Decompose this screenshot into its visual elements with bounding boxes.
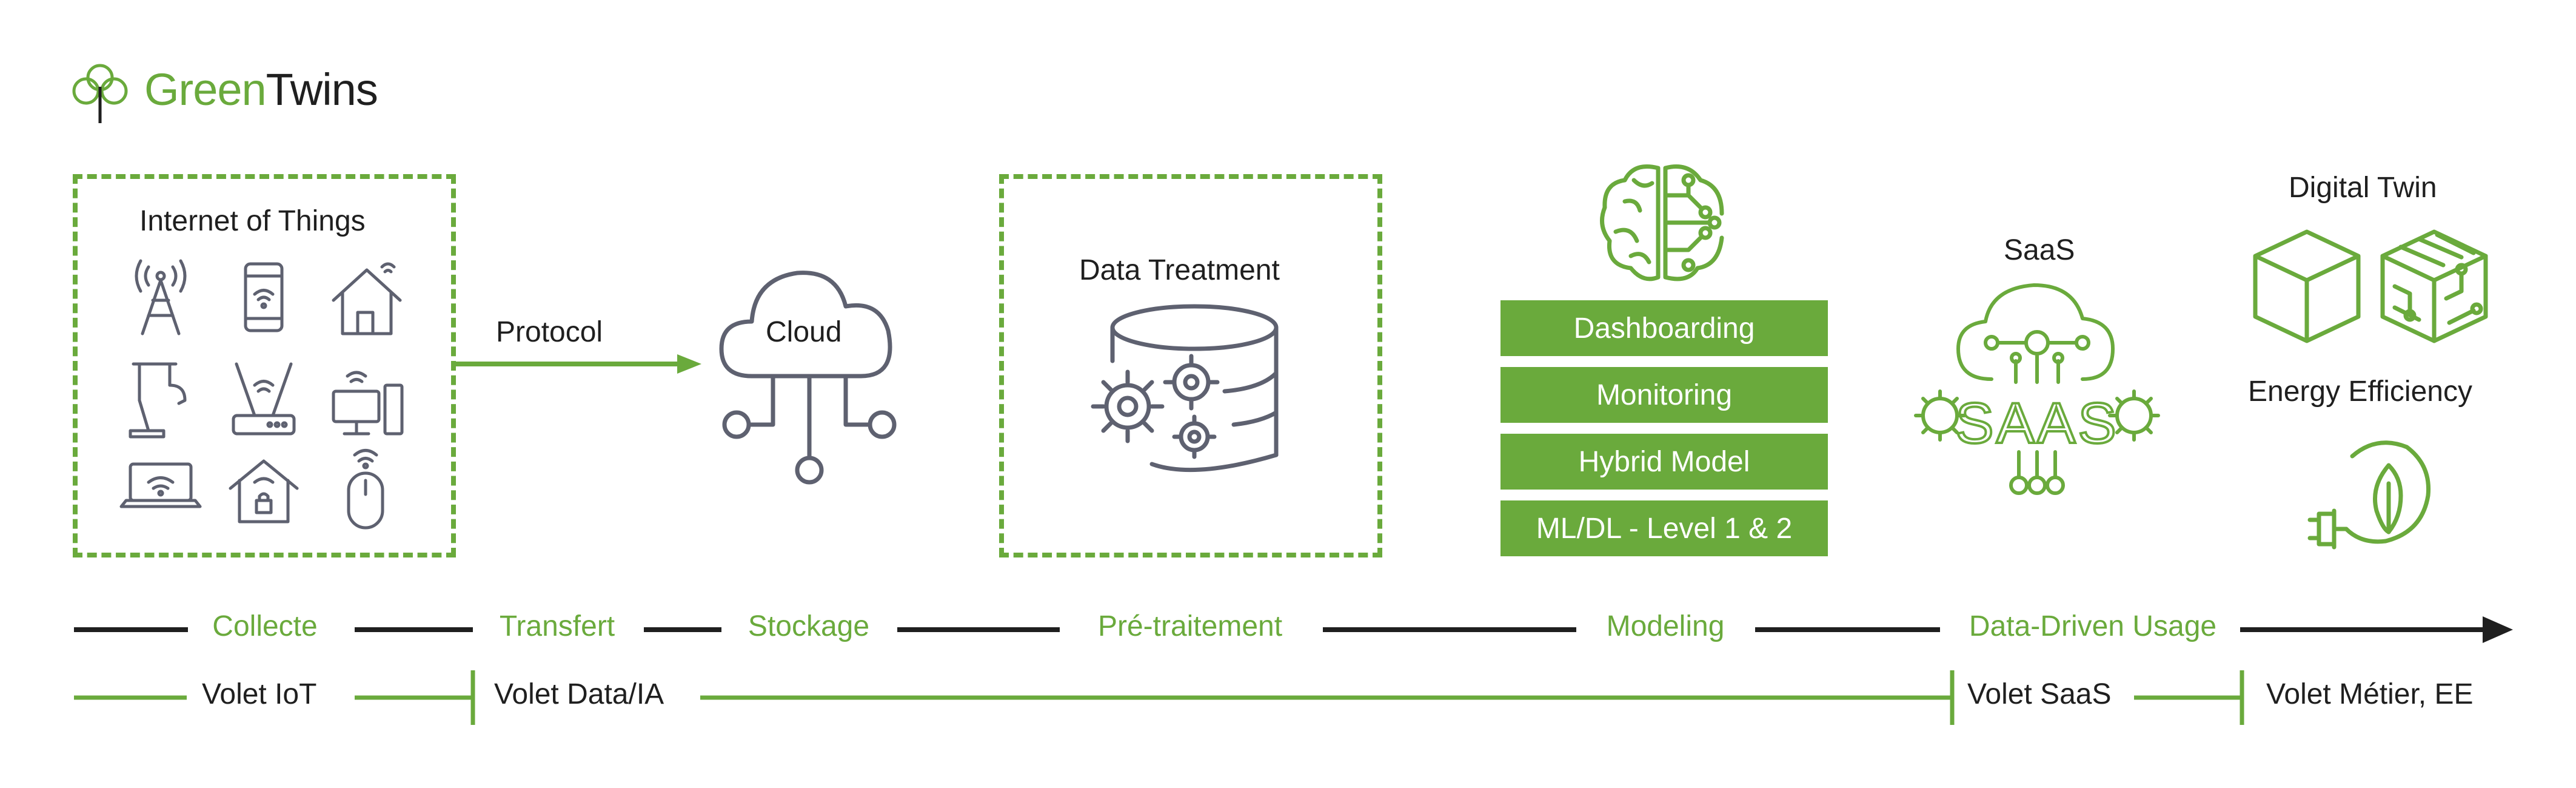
industrial-machine-icon	[129, 362, 187, 439]
data-treatment-title: Data Treatment	[1079, 254, 1280, 286]
eco-plug-leaf-icon	[2307, 440, 2431, 550]
iot-title: Internet of Things	[139, 205, 366, 237]
digital-twin-title: Digital Twin	[2289, 172, 2437, 204]
circuit-cube-icon	[2380, 229, 2488, 343]
data-treatment-box	[999, 174, 1382, 557]
bar-hybrid-model: Hybrid Model	[1500, 434, 1828, 490]
volet-saas: Volet SaaS	[1967, 678, 2112, 710]
laptop-icon	[119, 462, 202, 508]
gear-icon	[1172, 414, 1217, 459]
saas-cloud-icon: SAAS	[1914, 283, 2160, 495]
cloud-network-icon	[719, 271, 897, 485]
stage-modeling: Modeling	[1606, 610, 1725, 642]
stage-stockage: Stockage	[748, 610, 870, 642]
gear-icon	[1091, 369, 1165, 443]
timeline-arrow	[74, 616, 2513, 643]
brand-name-dark: Twins	[266, 64, 378, 115]
router-icon	[232, 362, 296, 436]
bar-dashboarding: Dashboarding	[1500, 300, 1828, 356]
desktop-computer-icon	[332, 371, 404, 436]
volet-data-ia: Volet Data/IA	[494, 678, 664, 710]
saas-title: SaaS	[2004, 234, 2075, 266]
gear-icon	[1163, 354, 1220, 411]
tree-logo-icon	[72, 64, 128, 123]
stage-collecte: Collecte	[212, 610, 318, 642]
volet-iot: Volet IoT	[202, 678, 317, 710]
brand-name-green: Green	[144, 64, 267, 115]
brand-name: GreenTwins	[144, 64, 378, 115]
saas-badge-text: SAAS	[1955, 391, 2118, 456]
antenna-tower-icon	[135, 259, 187, 335]
database-gears-icon	[1091, 304, 1279, 473]
ai-brain-icon	[1600, 164, 1724, 281]
iot-icons-grid	[119, 259, 404, 530]
home-lock-icon	[229, 459, 299, 524]
iot-box	[73, 174, 456, 557]
cube-icon	[2253, 229, 2361, 343]
bar-ml-dl: ML/DL - Level 1 & 2	[1500, 500, 1828, 556]
gear-icon	[1914, 389, 1966, 442]
energy-efficiency-title: Energy Efficiency	[2248, 375, 2472, 408]
protocol-label: Protocol	[496, 316, 603, 348]
stage-pretraitement: Pré-traitement	[1097, 610, 1283, 642]
stage-transfert: Transfert	[499, 610, 615, 642]
gear-icon	[2108, 389, 2160, 442]
smartphone-icon	[244, 262, 284, 332]
protocol-arrow	[456, 354, 701, 374]
cloud-label: Cloud	[766, 316, 842, 348]
bar-monitoring: Monitoring	[1500, 367, 1828, 423]
computer-mouse-icon	[347, 449, 384, 530]
smart-house-icon	[332, 262, 402, 335]
stage-data-driven-usage: Data-Driven Usage	[1969, 610, 2217, 642]
volets-line	[74, 670, 2244, 725]
volet-metier-ee: Volet Métier, EE	[2266, 678, 2474, 710]
